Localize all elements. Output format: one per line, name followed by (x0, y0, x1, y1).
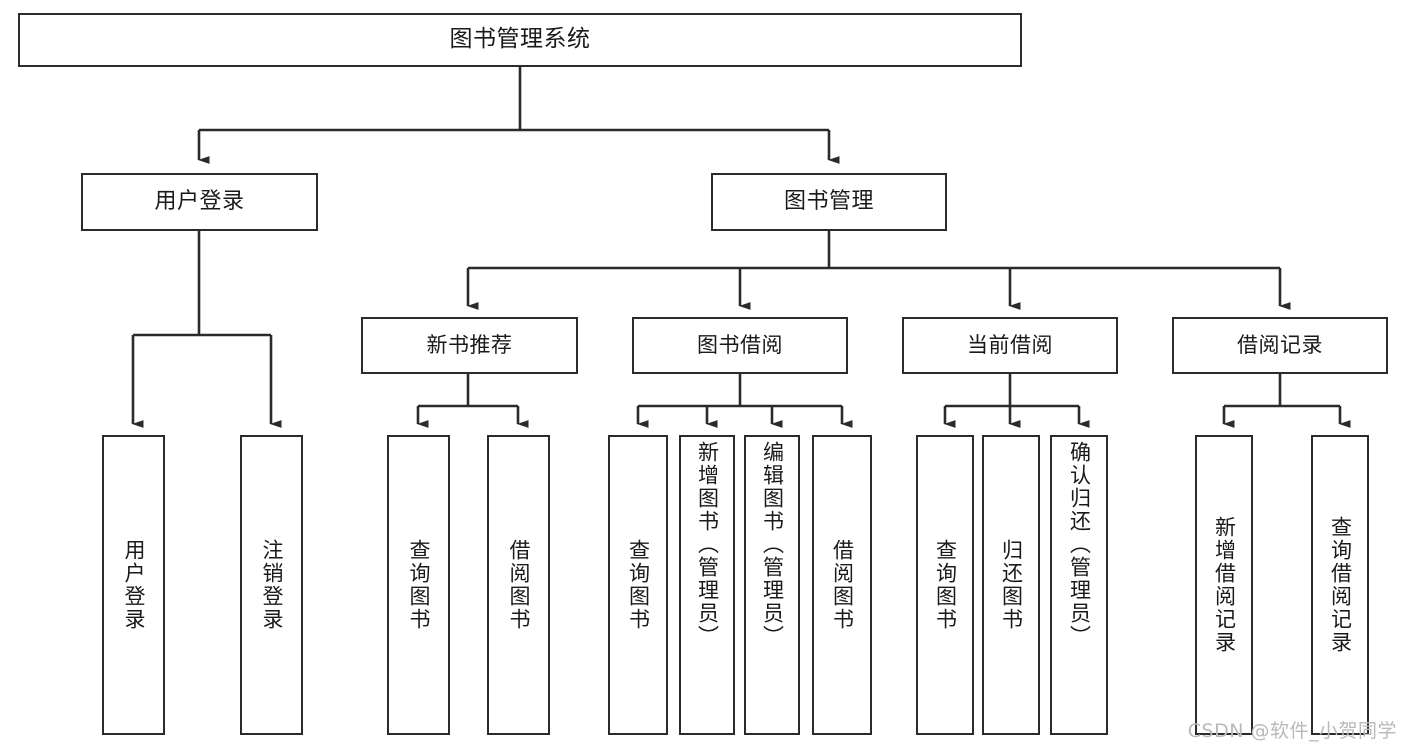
node-label: 查询借阅记录 (1328, 516, 1353, 654)
node-label: 新增借阅记录 (1212, 516, 1237, 654)
leaf-text-wrap: 编辑图书（管理员） (746, 437, 798, 733)
leaf-user-login-signin[interactable]: 用户登录 (102, 435, 165, 735)
leaf-current-borrow-query-book[interactable]: 查询图书 (916, 435, 974, 735)
leaf-current-borrow-confirm-return-admin[interactable]: 确认归还（管理员） (1050, 435, 1108, 735)
node-label: 新增图书（管理员） (695, 441, 720, 648)
node-current-borrow[interactable]: 当前借阅 (902, 317, 1118, 374)
leaf-new-book-borrow-book[interactable]: 借阅图书 (487, 435, 550, 735)
node-label: 当前借阅 (967, 332, 1053, 357)
leaf-text-wrap: 查询图书 (918, 437, 972, 733)
node-label: 确认归还（管理员） (1067, 441, 1092, 648)
node-borrow-record[interactable]: 借阅记录 (1172, 317, 1388, 374)
leaf-text-wrap: 用户登录 (104, 437, 163, 733)
node-label: 查询图书 (626, 539, 651, 631)
leaf-text-wrap: 确认归还（管理员） (1052, 437, 1106, 733)
leaf-book-borrow-query-book[interactable]: 查询图书 (608, 435, 668, 735)
node-label: 借阅图书 (830, 539, 855, 631)
node-label: 归还图书 (999, 539, 1024, 631)
leaf-book-borrow-borrow-book[interactable]: 借阅图书 (812, 435, 872, 735)
leaf-book-borrow-add-book-admin[interactable]: 新增图书（管理员） (679, 435, 735, 735)
node-book-borrow[interactable]: 图书借阅 (632, 317, 848, 374)
leaf-text-wrap: 新增图书（管理员） (681, 437, 733, 733)
leaf-borrow-record-query-record[interactable]: 查询借阅记录 (1311, 435, 1369, 735)
leaf-borrow-record-add-record[interactable]: 新增借阅记录 (1195, 435, 1253, 735)
leaf-text-wrap: 注销登录 (242, 437, 301, 733)
leaf-text-wrap: 借阅图书 (814, 437, 870, 733)
node-label: 新书推荐 (426, 332, 513, 357)
leaf-new-book-query-book[interactable]: 查询图书 (387, 435, 450, 735)
node-label: 编辑图书（管理员） (760, 441, 785, 648)
node-book-management[interactable]: 图书管理 (711, 173, 947, 231)
node-new-book-recommend[interactable]: 新书推荐 (361, 317, 578, 374)
node-label: 借阅记录 (1237, 332, 1323, 357)
node-user-login[interactable]: 用户登录 (81, 173, 318, 231)
node-label: 用户登录 (121, 539, 146, 631)
node-root-book-management-system[interactable]: 图书管理系统 (18, 13, 1022, 67)
node-label: 借阅图书 (506, 539, 531, 631)
leaf-book-borrow-edit-book-admin[interactable]: 编辑图书（管理员） (744, 435, 800, 735)
node-label: 查询图书 (406, 539, 431, 631)
node-label: 图书管理 (783, 188, 874, 214)
node-label: 用户登录 (154, 188, 245, 214)
node-label: 注销登录 (259, 539, 284, 631)
node-label: 图书借阅 (697, 332, 783, 357)
leaf-text-wrap: 新增借阅记录 (1197, 437, 1251, 733)
leaf-text-wrap: 归还图书 (984, 437, 1038, 733)
leaf-text-wrap: 借阅图书 (489, 437, 548, 733)
leaf-user-login-signout[interactable]: 注销登录 (240, 435, 303, 735)
leaf-current-borrow-return-book[interactable]: 归还图书 (982, 435, 1040, 735)
leaf-text-wrap: 查询图书 (389, 437, 448, 733)
node-label: 图书管理系统 (449, 26, 591, 53)
leaf-text-wrap: 查询借阅记录 (1313, 437, 1367, 733)
node-label: 查询图书 (933, 539, 958, 631)
leaf-text-wrap: 查询图书 (610, 437, 666, 733)
